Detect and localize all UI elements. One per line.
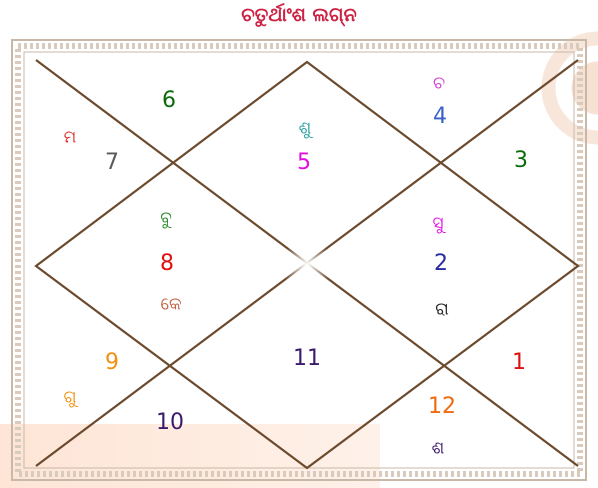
house-number-3: 3 [514,150,528,172]
house-number-9: 9 [105,352,119,374]
planet-sun: ସୁ [432,216,443,233]
planet-mercury: ବୁ [160,211,172,228]
house-number-8: 8 [160,253,174,275]
house-number-10: 10 [156,412,184,434]
house-number-2: 2 [434,253,448,275]
planet-ketu: କେ [160,297,181,314]
center-glow [281,239,333,291]
house-number-7: 7 [105,152,119,174]
planet-saturn: ଶ [432,441,445,458]
planet-moon: ଚ [433,76,445,93]
planet-mars: ମ [64,130,77,147]
house-number-6: 6 [162,90,176,112]
house-number-5: 5 [297,152,311,174]
house-number-4: 4 [433,106,447,128]
planet-jupiter: ଗୁ [63,390,76,407]
house-number-1: 1 [512,352,526,374]
planet-rahu: ରା [435,302,449,319]
planet-venus: ଶୁ [299,121,312,138]
house-number-11: 11 [293,348,321,370]
house-number-12: 12 [428,396,456,418]
